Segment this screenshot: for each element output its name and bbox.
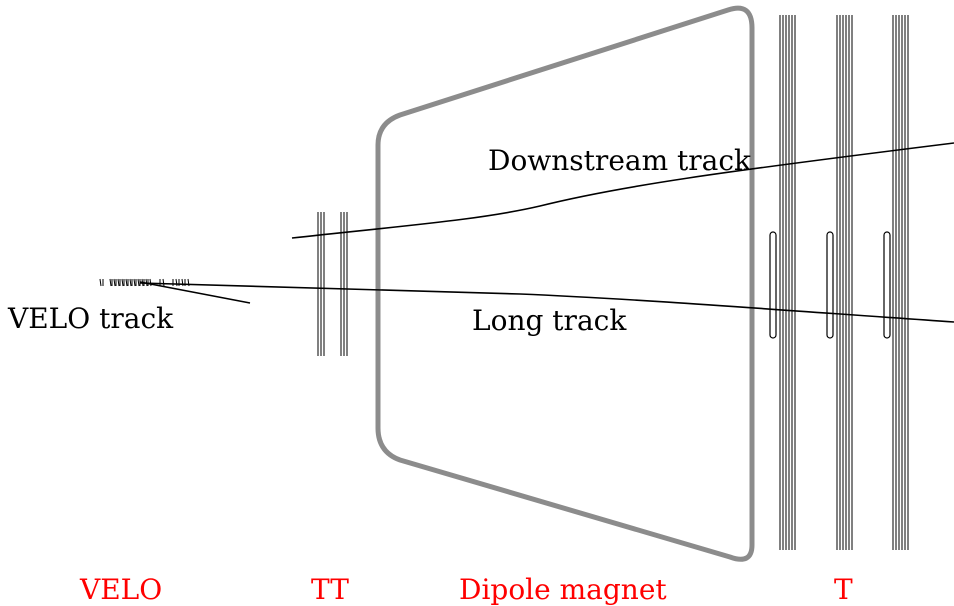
velo-module [109, 278, 112, 287]
velo-module [99, 278, 102, 287]
velo-track-line [139, 281, 251, 304]
velo-track-label: VELO track [7, 302, 174, 335]
tt-station-2 [340, 212, 348, 356]
t2-inner-tracker [826, 231, 834, 339]
t1-inner-tracker [769, 231, 777, 339]
velo-module [162, 278, 165, 287]
velo-detector-label: VELO [79, 573, 162, 606]
dipole-magnet-outline [375, 5, 755, 562]
long-track-label: Long track [472, 304, 627, 337]
tt-station-1 [317, 212, 325, 356]
velo-module [175, 278, 178, 287]
velo-module [129, 278, 132, 287]
long-track-line [139, 282, 954, 323]
downstream-track-label: Downstream track [488, 144, 752, 177]
t-detector-label: T [834, 573, 853, 606]
t-station-2 [826, 15, 853, 550]
velo-module [137, 278, 140, 287]
velo-module [113, 278, 116, 287]
velo-module [121, 278, 124, 287]
dipole-magnet-label: Dipole magnet [459, 573, 667, 606]
velo-module [117, 278, 120, 287]
velo-module [125, 278, 128, 287]
t-station-1 [769, 15, 796, 550]
tt-detector-label: TT [311, 573, 349, 606]
t-station-3 [883, 15, 909, 550]
downstream-track-line [291, 142, 954, 239]
t3-inner-tracker [883, 231, 891, 339]
velo-module [133, 278, 136, 287]
